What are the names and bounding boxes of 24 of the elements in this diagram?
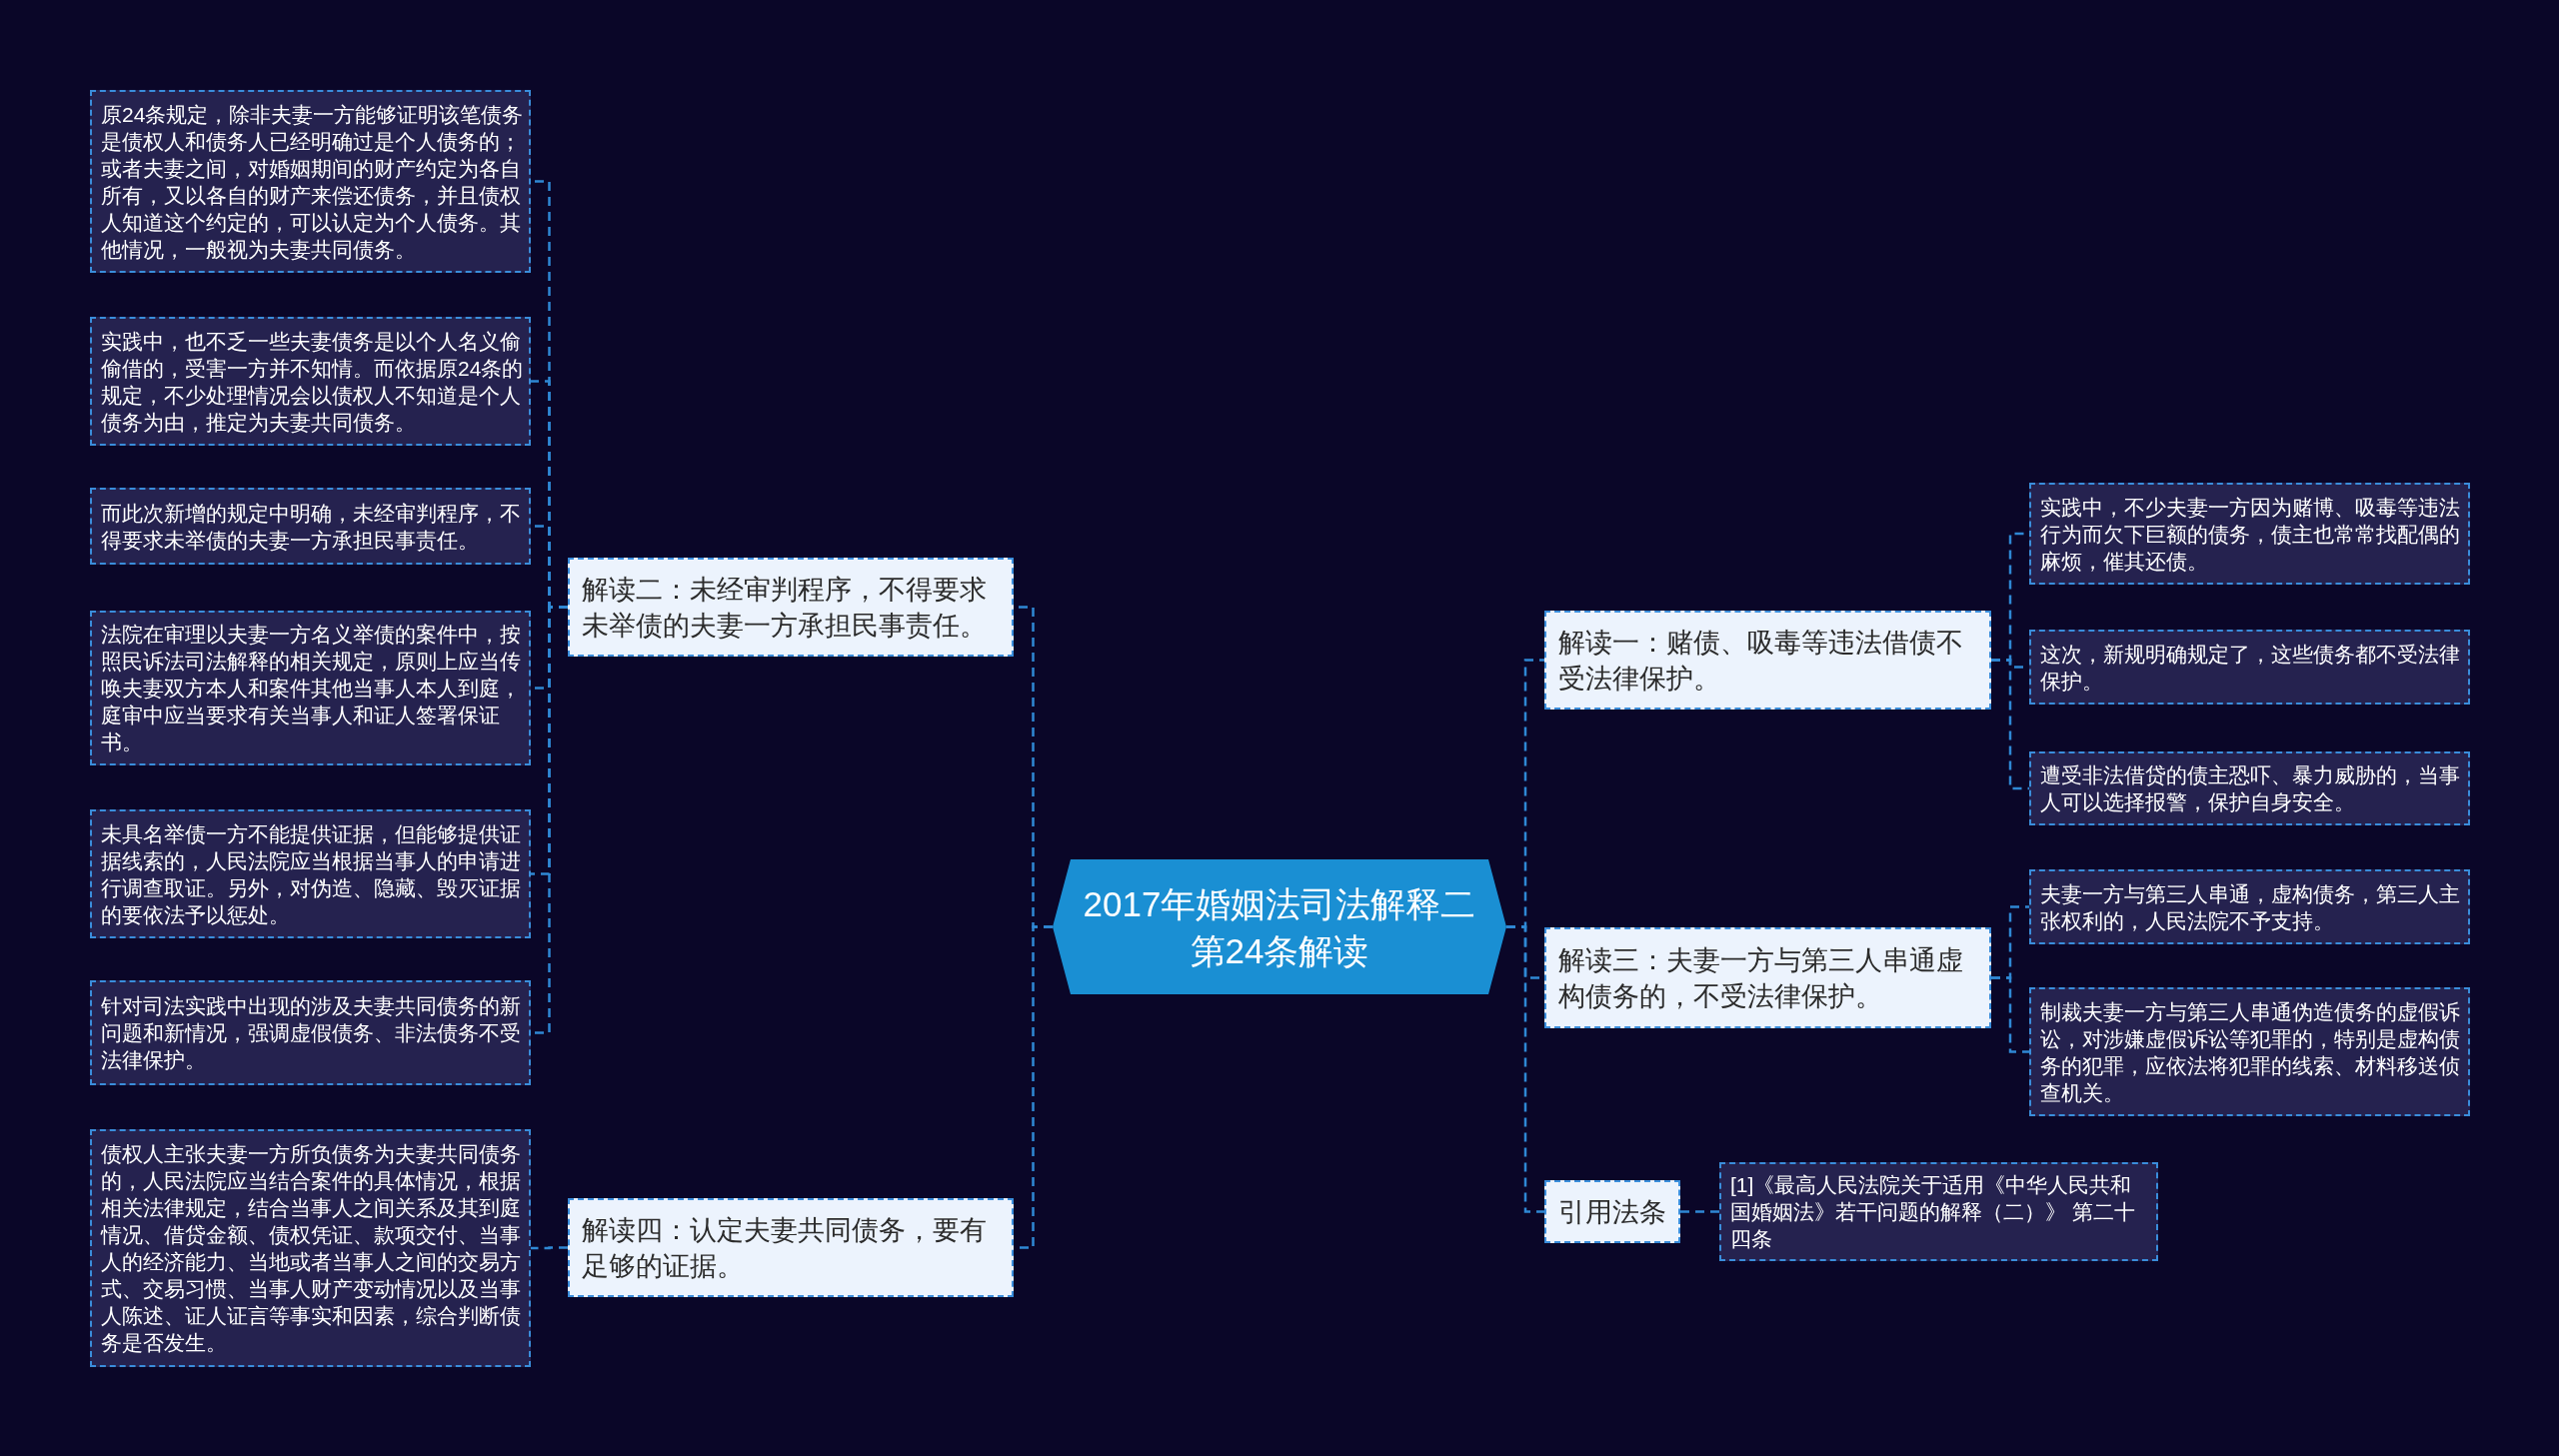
topic-card: 解读一：赌债、吸毒等违法借债不受法律保护。 <box>1544 611 1991 710</box>
connector-line <box>1680 1210 1719 1213</box>
note-card: 实践中，不少夫妻一方因为赌博、吸毒等违法行为而欠下巨额的债务，债主也常常找配偶的麻烦，催其还债。 <box>2029 483 2470 585</box>
topic-card: 解读四：认定夫妻共同债务，要有足够的证据。 <box>568 1198 1014 1297</box>
connector-line <box>1991 976 2029 1053</box>
note-card: [1]《最高人民法院关于适用《中华人民共和国婚姻法》若干问题的解释（二）》 第二十四条 <box>1719 1162 2158 1261</box>
connector-line <box>1991 659 2029 790</box>
note-card: 未具名举债一方不能提供证据，但能够提供证据线索的，人民法院应当根据当事人的申请进行调查取证。另外，对伪造、隐藏、毁灭证据的要依法予以惩处。 <box>90 809 531 938</box>
note-card: 而此次新增的规定中明确，未经审判程序，不得要求未举债的夫妻一方承担民事责任。 <box>90 488 531 565</box>
central-topic: 2017年婚姻法司法解释二第24条解读 <box>1053 859 1506 994</box>
connector-line <box>531 1246 568 1250</box>
note-card: 实践中，也不乏一些夫妻债务是以个人名义偷偷借的，受害一方并不知情。而依据原24条的规定，不少处理情况会以债权人不知道是个人债务为由，推定为夫妻共同债务。 <box>90 317 531 446</box>
note-card: 这次，新规明确规定了，这些债务都不受法律保护。 <box>2029 630 2470 705</box>
topic-card: 解读二：未经审判程序，不得要求未举债的夫妻一方承担民事责任。 <box>568 558 1014 657</box>
note-card: 制裁夫妻一方与第三人串通伪造债务的虚假诉讼，对涉嫌虚假诉讼等犯罪的，特别是虚构债务的犯罪，应依法将犯罪的线索、材料移送侦查机关。 <box>2029 987 2470 1116</box>
note-card: 原24条规定，除非夫妻一方能够证明该笔债务是债权人和债务人已经明确过是个人债务的；或者夫妻之间，对婚姻期间的财产约定为各自所有，又以各自的财产来偿还债务，并且债权人知道这个约定的，可以认定为个人债务。其他情况，一般视为夫妻共同债务。 <box>90 90 531 273</box>
topic-card: 引用法条 <box>1544 1180 1680 1243</box>
note-card: 遭受非法借贷的债主恐吓、暴力威胁的，当事人可以选择报警，保护自身安全。 <box>2029 751 2470 825</box>
note-card: 针对司法实践中出现的涉及夫妻共同债务的新问题和新情况，强调虚假债务、非法债务不受法律保护。 <box>90 980 531 1085</box>
topic-card: 解读三：夫妻一方与第三人串通虚构债务的，不受法律保护。 <box>1544 927 1991 1028</box>
note-card: 债权人主张夫妻一方所负债务为夫妻共同债务的，人民法院应当结合案件的具体情况，根据相关法律规定，结合当事人之间关系及其到庭情况、借贷金额、债权凭证、款项交付、当事人的经济能力、当地或者当事人之间的交易方式、交易习惯、当事人财产变动情况以及当事人陈述、证人证言等事实和因素，综合判断债务是否发生。 <box>90 1129 531 1367</box>
note-card: 夫妻一方与第三人串通，虚构债务，第三人主张权利的，人民法院不予支持。 <box>2029 869 2470 944</box>
connector-line <box>1506 925 1544 1213</box>
note-card: 法院在审理以夫妻一方名义举债的案件中，按照民诉法司法解释的相关规定，原则上应当传唤夫妻双方本人和案件其他当事人本人到庭，庭审中应当要求有关当事人和证人签署保证书。 <box>90 611 531 765</box>
